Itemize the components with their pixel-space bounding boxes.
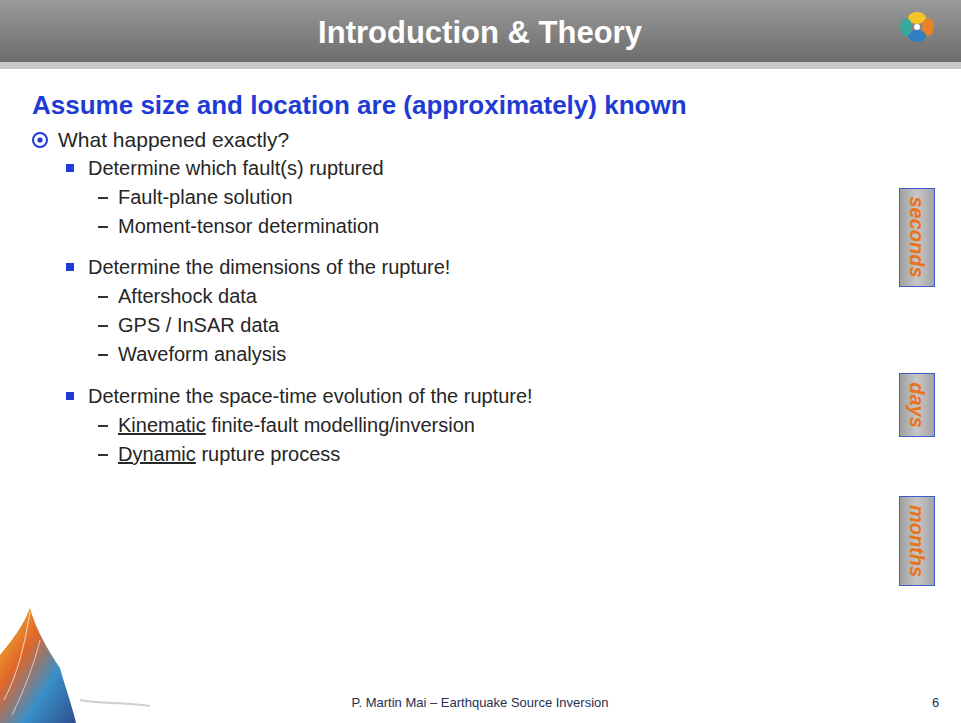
bullet-text: Determine the dimensions of the rupture! [88,255,450,279]
bullet-text: What happened exactly? [58,127,289,152]
bullet-text: Determine the space-time evolution of th… [88,384,533,408]
timescale-box: days [899,373,935,437]
sub-bullet-text: Fault-plane solution [118,185,293,209]
sub-bullet-text: finite-fault modelling/inversion [211,413,474,437]
bullet-text: Determine which fault(s) ruptured [88,156,384,180]
sub-bullet-text: Aftershock data [118,284,257,308]
slide-title: Introduction & Theory [318,14,642,51]
timescale-box: months [899,496,935,586]
timescale-label: seconds [905,196,929,277]
page-number: 6 [932,695,939,711]
timescale-label: months [905,505,929,577]
timescale-label: days [905,382,929,428]
title-rule [0,62,961,69]
sub-bullet-text: Dynamic [118,442,196,466]
sub-bullet-text: Kinematic [118,413,206,437]
sub-bullet-text: rupture process [201,442,340,466]
logo [900,12,934,42]
fault-illustration [0,608,150,723]
sub-bullet-text: Moment-tensor determination [118,214,379,238]
footer-text: P. Martin Mai – Earthquake Source Invers… [351,695,608,711]
sub-bullet-text: GPS / InSAR data [118,313,279,337]
title-bar [0,0,961,62]
sub-bullet-text: Waveform analysis [118,342,286,366]
slide-heading: Assume size and location are (approximat… [32,90,687,121]
timescale-box: seconds [899,188,935,287]
